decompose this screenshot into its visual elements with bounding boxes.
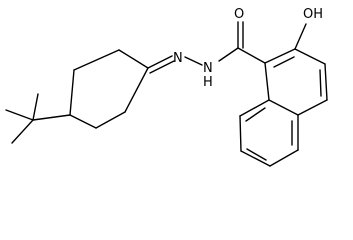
amide-hydrogen-label: H <box>203 75 213 90</box>
hydroxyl-bond <box>294 23 307 50</box>
chemical-structure: O OH N N H <box>5 7 328 167</box>
carbonyl-group <box>237 21 266 64</box>
atom-labels: O OH N N H <box>173 7 323 90</box>
amide-nitrogen-label: N <box>203 61 213 76</box>
hydroxyl-label: OH <box>303 7 323 22</box>
naphthalene-ring <box>239 48 328 167</box>
hydrazone-linkage <box>147 47 239 74</box>
cyclohexane-ring <box>69 49 149 129</box>
carbonyl-oxygen-label: O <box>234 7 244 22</box>
imine-nitrogen-label: N <box>173 51 183 66</box>
tert-butyl-group <box>5 93 71 144</box>
